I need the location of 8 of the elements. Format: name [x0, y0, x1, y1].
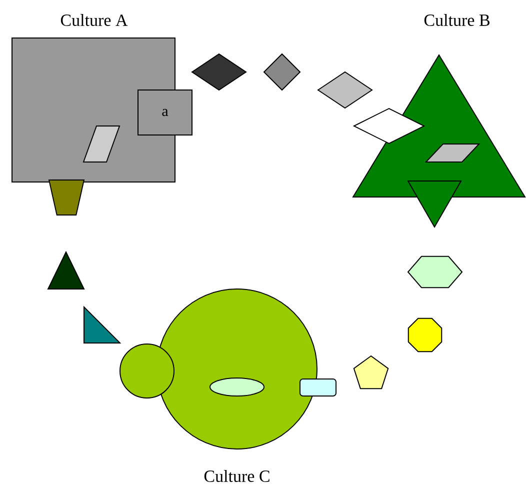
octagon — [408, 318, 442, 352]
ellipse — [210, 378, 264, 396]
rounded-rectangle — [300, 378, 336, 396]
circle — [120, 344, 174, 398]
heading: Culture B — [424, 14, 490, 26]
square: a — [138, 90, 192, 136]
heading: Culture A — [60, 14, 128, 26]
heading: Culture C — [204, 470, 270, 482]
